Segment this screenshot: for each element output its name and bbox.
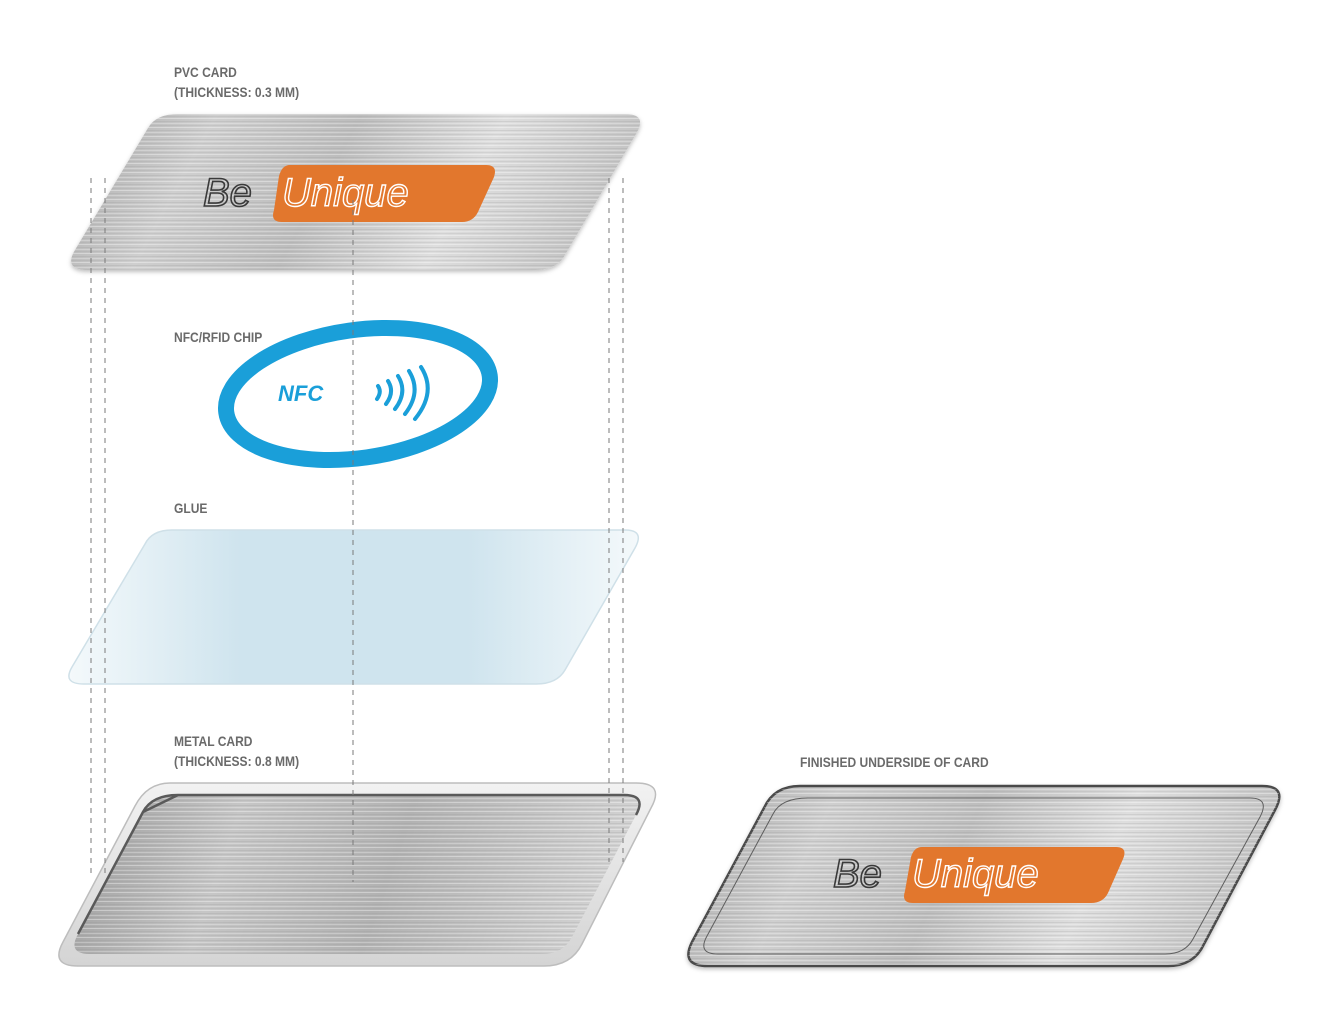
glue-sheet <box>68 529 640 685</box>
pvc-logo-badge <box>273 165 495 222</box>
finished-logo-unique: Unique <box>912 852 1039 896</box>
finished-card: Be Unique <box>687 784 1281 968</box>
metal-card-inner-shadow <box>76 793 641 935</box>
alignment-guides <box>90 178 624 882</box>
pvc-logo-unique: Unique <box>282 171 409 215</box>
pvc-card-thickness: (THICKNESS: 0.3 MM) <box>174 84 300 100</box>
metal-card-texture <box>74 795 640 954</box>
finished-underside-label: FINISHED UNDERSIDE OF CARD <box>800 754 989 770</box>
finished-logo-be: Be <box>833 852 882 896</box>
glue-label: GLUE <box>174 500 208 516</box>
nfc-antenna-ring <box>217 319 499 469</box>
finished-card-inner-outline <box>703 797 1264 955</box>
nfc-chip: NFC <box>217 319 499 469</box>
metal-card-title: METAL CARD <box>174 733 253 749</box>
metal-card-thickness: (THICKNESS: 0.8 MM) <box>174 753 300 769</box>
pvc-card: Be Unique <box>71 114 641 270</box>
finished-logo-badge <box>904 847 1125 903</box>
metal-card <box>58 782 657 967</box>
nfc-wave-icon <box>375 365 430 421</box>
pvc-logo-be: Be <box>203 171 252 215</box>
glue-layer <box>68 529 640 685</box>
pvc-card-title: PVC CARD <box>174 64 237 80</box>
nfc-chip-label: NFC/RFID CHIP <box>174 329 263 345</box>
metal-card-label: METAL CARD (THICKNESS: 0.8 MM) <box>174 731 299 771</box>
pvc-card-label: PVC CARD (THICKNESS: 0.3 MM) <box>174 62 299 102</box>
nfc-label-text: NFC <box>278 381 324 406</box>
